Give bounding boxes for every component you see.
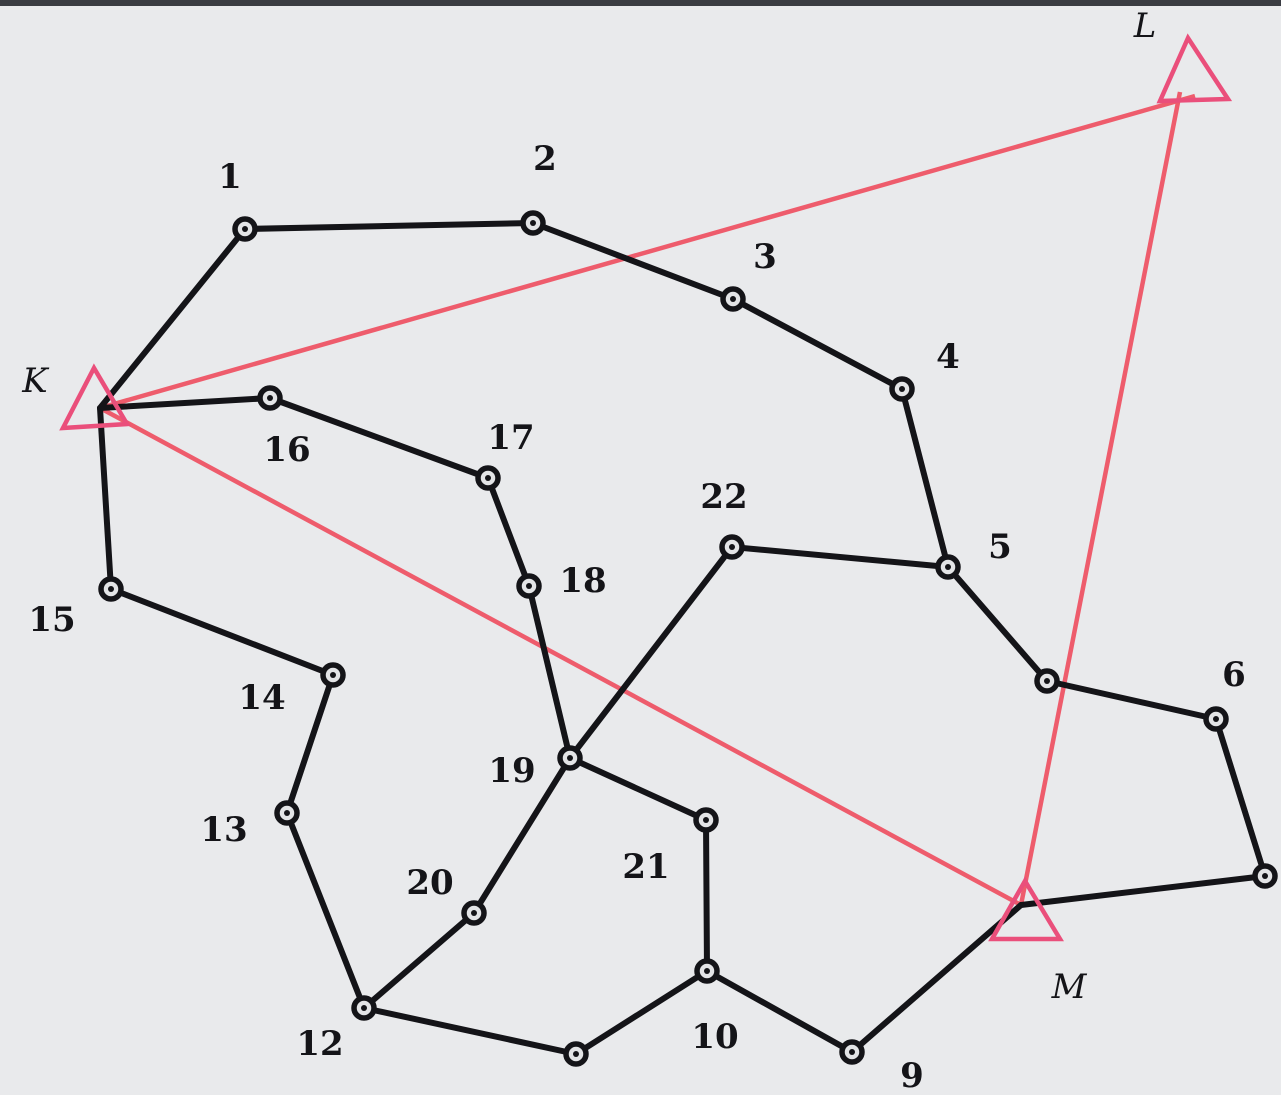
node-center-a5 (1044, 678, 1050, 684)
node-center-n12 (361, 1005, 367, 1011)
edge-K-n1 (97, 226, 248, 411)
label-n21: 21 (622, 847, 669, 887)
label-n2: 2 (533, 139, 557, 179)
edges (97, 220, 1268, 1057)
label-n5: 5 (988, 527, 1012, 567)
label-n12: 12 (296, 1024, 343, 1064)
triangle-lines (98, 91, 1196, 907)
edge-n14-n15 (108, 586, 336, 678)
nodes (98, 210, 1278, 1067)
node-center-n14 (330, 672, 336, 678)
edge-a5-n6 (1044, 678, 1219, 722)
node-center-n9 (849, 1049, 855, 1055)
node-center-n22 (729, 544, 735, 550)
label-n16: 16 (263, 430, 310, 470)
node-center-n4 (899, 386, 905, 392)
label-n18: 18 (559, 561, 606, 601)
label-L: L (1133, 6, 1157, 46)
node-center-n10 (704, 968, 710, 974)
label-n20: 20 (406, 863, 453, 903)
label-n4: 4 (936, 337, 960, 377)
edge-a6-M (1018, 873, 1268, 908)
label-K: K (21, 361, 50, 401)
edge-n13-n14 (284, 672, 336, 816)
triangle-side-K-L (99, 93, 1196, 411)
edge-n19-n20 (471, 755, 573, 916)
edge-n16-n17 (267, 395, 491, 481)
node-center-n16 (267, 395, 273, 401)
edge-n11-n12 (361, 1005, 579, 1057)
node-center-n2 (530, 220, 536, 226)
node-center-n1 (242, 226, 248, 232)
label-n17: 17 (487, 418, 534, 458)
edge-n17-n18 (485, 475, 532, 589)
label-n15: 15 (28, 600, 75, 640)
edge-n15-K (97, 405, 114, 592)
edge-n4-n5 (899, 386, 951, 570)
node-center-n18 (526, 583, 532, 589)
triangle-side-M-K (98, 406, 1023, 907)
edge-n21-n10 (703, 817, 710, 974)
edge-n9-n10 (704, 968, 855, 1055)
node-center-n6 (1213, 716, 1219, 722)
label-n9: 9 (900, 1056, 924, 1095)
label-n6: 6 (1222, 655, 1246, 695)
label-n19: 19 (488, 751, 535, 791)
label-n13: 13 (200, 810, 247, 850)
edge-n19-n22 (567, 544, 735, 761)
edge-n20-n12 (361, 910, 477, 1011)
label-M: M (1051, 967, 1088, 1007)
node-center-n5 (945, 564, 951, 570)
triangle-side-L-M (1018, 91, 1183, 906)
edge-n18-n19 (526, 583, 573, 761)
edge-n12-n13 (284, 810, 367, 1011)
node-center-n19 (567, 755, 573, 761)
node-center-n21 (703, 817, 709, 823)
edge-n2-n3 (530, 220, 736, 302)
node-center-n20 (471, 910, 477, 916)
label-n10: 10 (691, 1017, 738, 1057)
label-n14: 14 (238, 678, 285, 718)
edge-n5-a5 (945, 564, 1050, 684)
edge-n1-n2 (242, 220, 536, 232)
label-n1: 1 (218, 157, 242, 197)
edge-n6-a6 (1213, 716, 1268, 879)
top-bar (0, 0, 1281, 6)
vertex-M-triangle (988, 876, 1064, 942)
label-n3: 3 (753, 237, 777, 277)
node-center-n11 (573, 1051, 579, 1057)
node-center-a6 (1262, 873, 1268, 879)
node-center-n15 (108, 586, 114, 592)
label-n22: 22 (700, 477, 747, 517)
vertex-K-triangle (59, 363, 131, 431)
edge-n19-n21 (567, 755, 709, 823)
edge-n22-n5 (729, 544, 951, 570)
vertex-L-triangle (1156, 33, 1233, 104)
node-center-n3 (730, 296, 736, 302)
edge-n3-n4 (730, 296, 905, 392)
triangle-markers (59, 33, 1233, 942)
edge-n10-n11 (573, 968, 710, 1057)
edge-K-n16 (97, 395, 273, 411)
node-center-n13 (284, 810, 290, 816)
edge-M-n9 (849, 902, 1024, 1055)
node-center-n17 (485, 475, 491, 481)
